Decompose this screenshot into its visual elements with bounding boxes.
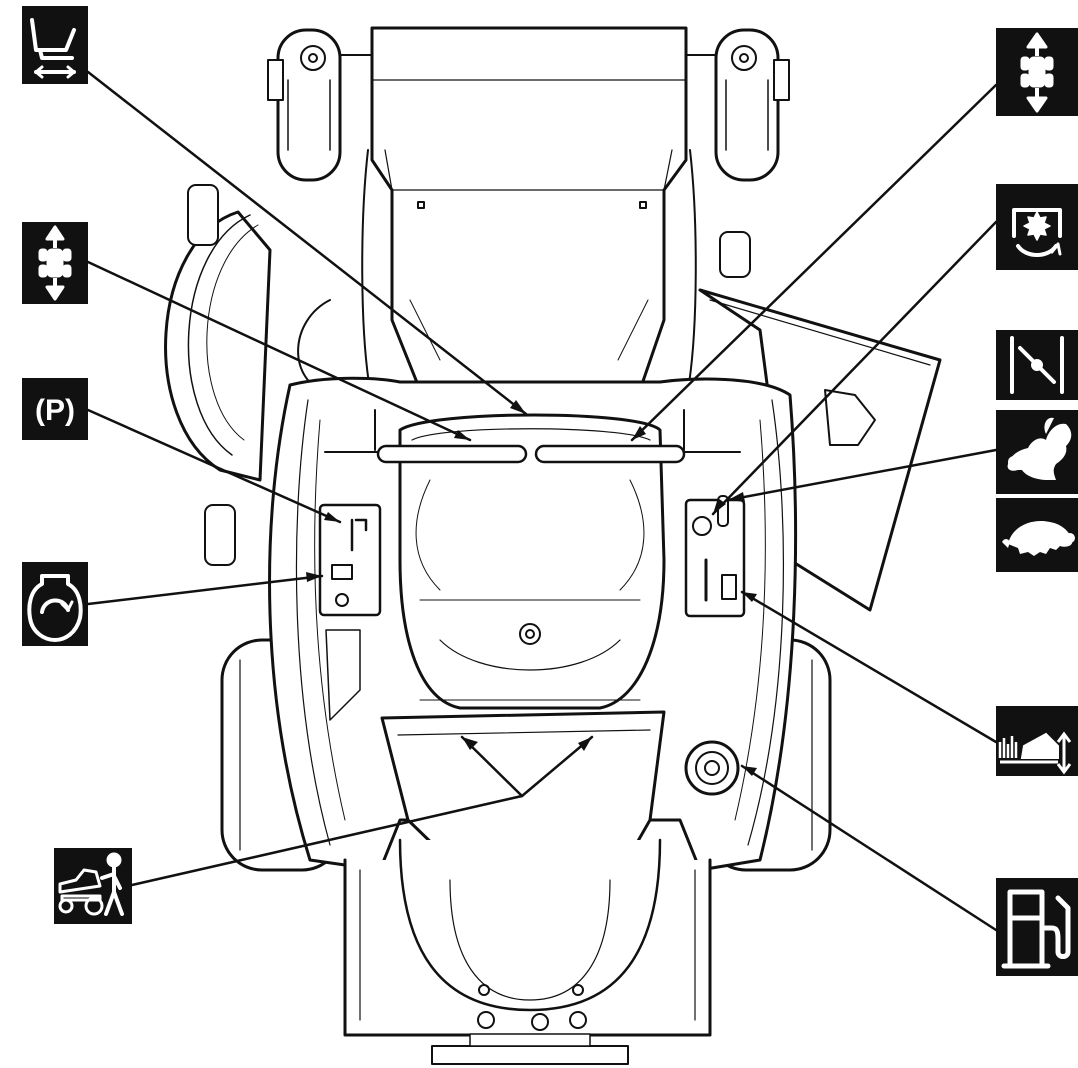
- forward-reverse-drive-icon: [22, 222, 88, 304]
- front-left-caster: [267, 28, 376, 182]
- front-right-caster: [679, 28, 790, 182]
- turtle-slow-icon: [996, 498, 1078, 572]
- leader-lines: [86, 70, 998, 932]
- leader-arrowheads: [306, 400, 757, 776]
- right-control-panel: [684, 495, 746, 618]
- parking-brake-icon: (P): [22, 378, 88, 440]
- left-control-panel: [318, 503, 382, 721]
- hood: [361, 26, 697, 392]
- forward-reverse-drive-icon: [996, 28, 1078, 116]
- engine-ignition-icon: [22, 562, 88, 646]
- parking-brake-label: (P): [35, 394, 75, 427]
- hood-open-service-icon: [54, 848, 132, 924]
- fuel-pump-icon: [996, 878, 1078, 976]
- choke-icon: [996, 330, 1078, 400]
- cutting-height-icon: [996, 706, 1078, 776]
- rear-frame: [343, 838, 712, 1065]
- steering-levers: [324, 409, 741, 464]
- blade-engage-icon: [996, 184, 1078, 270]
- discharge-chute: [698, 231, 942, 612]
- fuel-cap: [684, 740, 740, 796]
- rabbit-fast-icon: [996, 410, 1078, 494]
- seat-adjust-icon: [22, 6, 88, 84]
- seat: [398, 413, 666, 710]
